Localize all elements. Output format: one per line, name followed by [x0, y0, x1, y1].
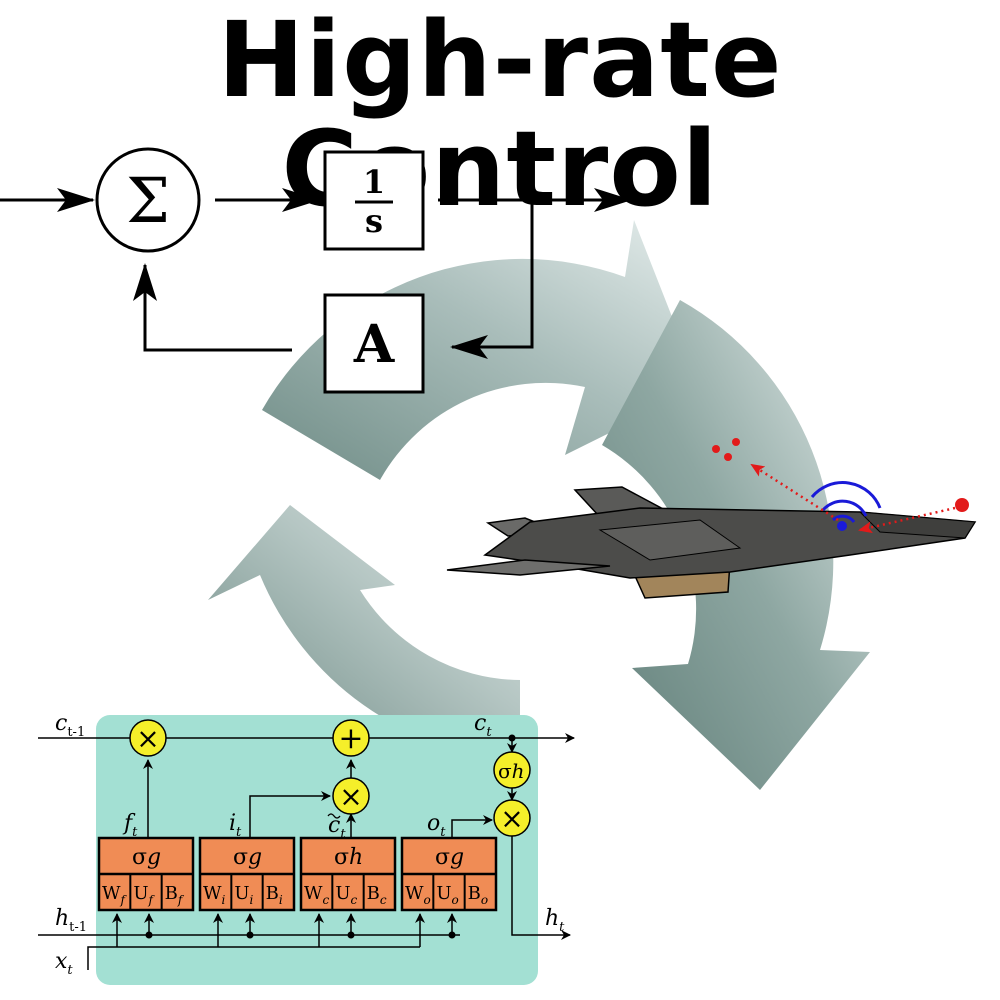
control-block-diagram: Σ 1 s A [0, 147, 632, 394]
scatter-dot [712, 445, 720, 453]
gate-activation: σg [233, 845, 262, 870]
junction-dot [145, 931, 153, 939]
feedback-path-down [450, 200, 534, 359]
scatter-dot [724, 453, 732, 461]
gate-b-weight: Bi [266, 883, 283, 907]
junction-dot [448, 931, 456, 939]
c-prev-label: ct-1 [55, 711, 85, 740]
gate-u-weight: Uc [335, 883, 357, 907]
multiply-symbol: × [339, 780, 362, 813]
sum-symbol: Σ [126, 164, 170, 237]
o-gate-label: ot [427, 811, 446, 840]
junction-dot [246, 931, 254, 939]
gate-activation: σg [435, 845, 464, 870]
gate-u-weight: Uo [436, 883, 458, 907]
svg-text:ct: ct [328, 813, 346, 842]
sensor-wave-middle [821, 499, 868, 517]
input-gate-line [249, 791, 331, 838]
integrator-block [323, 150, 425, 251]
aircraft-wing [446, 559, 611, 576]
h-prev-label: ht-1 [55, 906, 87, 935]
sigma-h-sub: h [512, 759, 525, 783]
gate-w-weight: Wc [304, 883, 330, 907]
sensor-wave-inner [831, 514, 856, 523]
h-out-label: ht [545, 906, 565, 935]
aircraft [446, 486, 977, 599]
x-input-bus [87, 946, 420, 970]
c-out-label: ct [474, 711, 492, 740]
summing-junction [95, 147, 201, 253]
c-tilde-label: ct [327, 813, 346, 842]
feedback-path-return [133, 263, 292, 352]
sigma-h-base: σ [498, 759, 512, 783]
sensor-point [837, 521, 847, 531]
feedback-gain-label: A [353, 314, 395, 375]
gate-w-weight: Wo [405, 883, 431, 907]
hidden-output-line [511, 836, 571, 940]
add-op: + [332, 719, 370, 757]
gate-b-weight: Bc [367, 883, 387, 907]
multiply-symbol: × [500, 802, 523, 835]
integrator-numerator: 1 [363, 163, 385, 201]
add-symbol: + [338, 721, 363, 756]
gate-activation: σh [334, 845, 363, 870]
multiply-input-op: × [332, 777, 370, 815]
output-gate-line [451, 815, 493, 838]
aircraft-nose [858, 511, 976, 539]
svg-text:σh: σh [498, 759, 525, 783]
multiply-output-op: × [493, 799, 531, 837]
incoming-target [955, 498, 969, 512]
junction-dot [508, 734, 516, 742]
sensor-wave-outer [810, 481, 882, 509]
incoming-signal [858, 506, 956, 534]
bus-taps [112, 913, 457, 947]
gate-w-weight: Wi [203, 883, 226, 907]
aircraft-canopy-panel [598, 519, 742, 561]
page-title: High-rate Control [217, 0, 783, 231]
sensor-signals [712, 438, 969, 534]
integrator-denominator: s [365, 202, 383, 240]
gate-u-weight: Ui [234, 883, 253, 907]
multiply-symbol: × [136, 722, 159, 755]
cycle-arrows [208, 220, 870, 790]
i-gate-label: it [229, 811, 242, 840]
feedback-gain-block [323, 293, 425, 394]
cycle-arrow-left [208, 505, 520, 760]
junction-dot [347, 931, 355, 939]
gate-b-weight: Bf [165, 883, 185, 907]
sigma-h-op: σh [493, 751, 531, 789]
gate-activation: σg [132, 845, 161, 870]
x-label: xt [55, 949, 73, 978]
gate-w-weight: Wf [102, 883, 128, 907]
gate-b-weight: Bo [468, 883, 488, 907]
outgoing-signal [750, 463, 839, 522]
gate-u-weight: Uf [133, 883, 155, 907]
tilde-mark [327, 813, 341, 819]
multiply-forget-op: × [129, 719, 167, 757]
scatter-dot [732, 438, 740, 446]
